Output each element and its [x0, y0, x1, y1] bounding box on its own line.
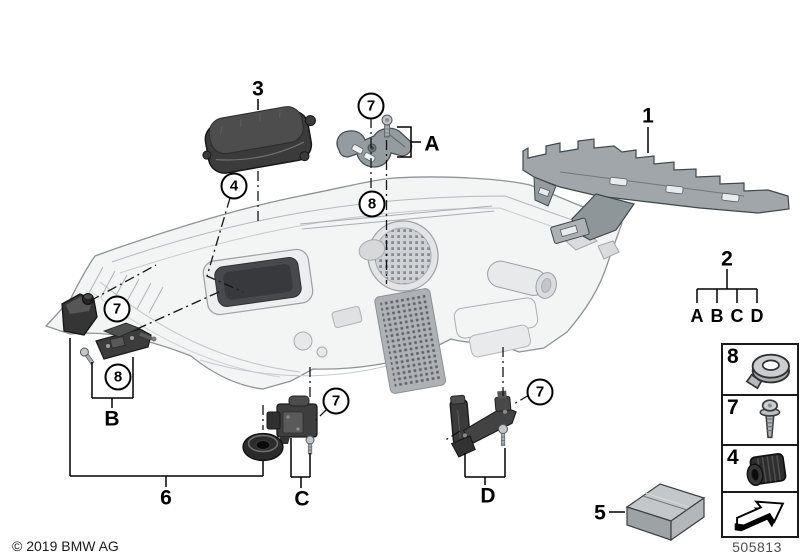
- fastener-cell-4[interactable]: 4: [723, 446, 797, 493]
- part-c-motor-art: [266, 395, 318, 455]
- callout-c[interactable]: C: [294, 487, 310, 511]
- fastener-cell-8-label: 8: [727, 345, 739, 368]
- part-6-grommet-art: [242, 432, 284, 462]
- part-a-bracket-art: [336, 114, 413, 168]
- fastener-cell-7-label: 7: [727, 396, 739, 419]
- screw-icon: [759, 399, 781, 439]
- heatsink-art: [374, 288, 446, 394]
- screw-art: [305, 435, 315, 455]
- turn-arrow-icon: [734, 500, 785, 531]
- circled-callout-7-left[interactable]: 7: [103, 295, 131, 323]
- label-bracket-lines: [69, 99, 758, 513]
- circled-callout-4[interactable]: 4: [220, 172, 248, 200]
- connector-cylinder-art: [487, 260, 557, 299]
- callout-5[interactable]: 5: [594, 501, 606, 525]
- service-opening-art: [202, 248, 314, 316]
- circled-callout-7-center[interactable]: 7: [322, 387, 350, 415]
- part-5-box-art: [625, 483, 706, 542]
- fastener-cell-8[interactable]: 8: [723, 345, 797, 396]
- legend-item-a[interactable]: A: [690, 306, 704, 326]
- fan-disc-art: [358, 220, 439, 292]
- callout-1[interactable]: 1: [642, 104, 654, 128]
- circled-callout-7-top[interactable]: 7: [357, 92, 385, 120]
- screw-art: [381, 114, 393, 138]
- fastener-cell-4-label: 4: [727, 446, 739, 469]
- fastener-cell-more[interactable]: [723, 493, 797, 536]
- callout-b[interactable]: B: [104, 407, 120, 431]
- leader-lines: [89, 118, 530, 442]
- part-1-bracket-art: [522, 138, 790, 244]
- callout-d[interactable]: D: [480, 484, 496, 508]
- fastener-legend-strip: 8 7 4: [721, 343, 799, 538]
- circled-callout-8-top[interactable]: 8: [358, 190, 386, 218]
- legend-item-c[interactable]: C: [730, 306, 744, 326]
- screw-art: [498, 424, 508, 446]
- screw-art: [79, 347, 95, 365]
- circled-callout-7-right[interactable]: 7: [526, 378, 554, 406]
- adjuster-bushing-icon: [746, 452, 787, 486]
- diagram-number: 505813: [732, 539, 782, 555]
- grommet-nut-icon: [745, 353, 790, 389]
- part-b-bracket-art: [79, 322, 157, 365]
- part-d-bracket-art: [449, 390, 517, 458]
- legend-item-b[interactable]: B: [710, 306, 724, 326]
- circled-callout-8-left[interactable]: 8: [104, 363, 132, 391]
- copyright-notice: © 2019 BMW AG: [12, 538, 119, 554]
- part-3-cover-art: [202, 106, 316, 174]
- part-b-cap-art: [61, 293, 98, 336]
- headlamp-housing-art: [44, 176, 623, 394]
- legend-item-d[interactable]: D: [750, 306, 764, 326]
- legend-parent-label[interactable]: 2: [721, 247, 733, 271]
- callout-a[interactable]: A: [424, 132, 440, 156]
- callout-3[interactable]: 3: [252, 77, 264, 101]
- callout-6[interactable]: 6: [160, 486, 172, 510]
- fastener-cell-7[interactable]: 7: [723, 396, 797, 446]
